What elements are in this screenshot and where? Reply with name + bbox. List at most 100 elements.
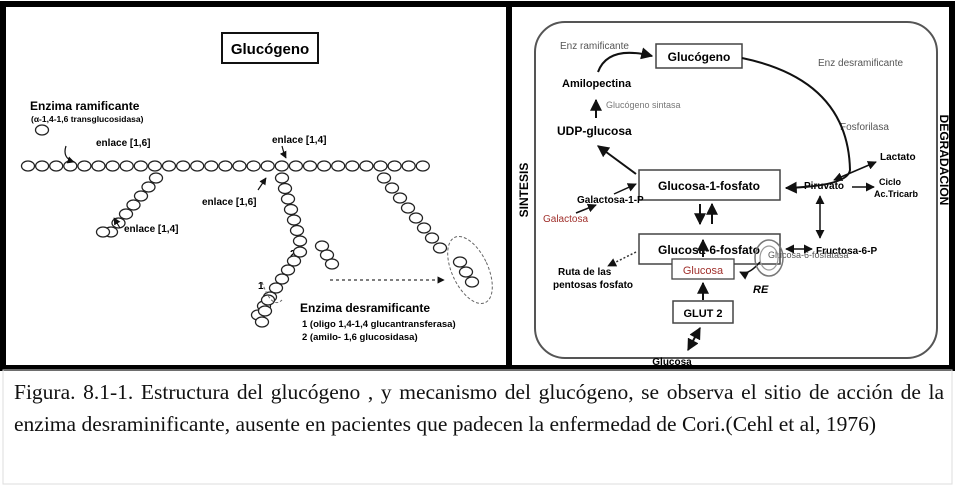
- glucose-unit: [277, 182, 293, 195]
- glucose-unit: [218, 160, 233, 172]
- glucose-unit: [424, 232, 440, 244]
- arrow-g6pase-to-glucose: [739, 261, 761, 280]
- caption-frame: [2, 369, 953, 485]
- cell-outline: [534, 21, 938, 359]
- glucose-out-node: Glucosa: [652, 357, 692, 368]
- glucose-unit: [400, 202, 416, 214]
- debranching-enzyme-label: Enz desramificante: [818, 58, 903, 69]
- glucose-unit: [95, 226, 111, 238]
- g1p-node-box: [638, 169, 781, 201]
- glucose-unit: [133, 160, 148, 172]
- glucose-in-node: Glucosa: [683, 265, 724, 277]
- glucose-unit: [34, 124, 50, 136]
- phosphorylase-label: Fosforilasa: [840, 122, 889, 133]
- glucose-unit: [126, 199, 141, 211]
- bond-label-14-top: enlace [1,4]: [272, 135, 326, 146]
- glucose-unit: [288, 160, 304, 172]
- bond-14-top-pointer: [279, 145, 287, 159]
- g1p-node: Glucosa-1-fosfato: [658, 179, 760, 193]
- galactose-label: Galactosa: [543, 214, 588, 225]
- glucose-unit: [464, 276, 480, 288]
- glut2-node-box: [672, 300, 734, 324]
- glucose-unit: [147, 160, 163, 172]
- site-number-1: 1: [258, 281, 264, 292]
- debranching-enzyme-name: Enzima desramificante: [300, 301, 430, 315]
- fructose-6p-label: Fructosa-6-P: [816, 246, 877, 257]
- glucose-unit: [345, 160, 360, 172]
- branching-enzyme-detail: (α-1,4-1,6 transglucosidasa): [31, 114, 144, 124]
- glucose-unit: [232, 160, 247, 172]
- arrow-outside-to-glut2: [687, 326, 701, 352]
- glucose-unit: [118, 208, 134, 220]
- bond-label-16-top: enlace [1,6]: [96, 138, 150, 149]
- glucose-unit: [34, 160, 50, 172]
- glucose-unit: [415, 160, 430, 172]
- glucose-unit: [452, 256, 468, 268]
- glucose-unit: [91, 160, 106, 172]
- synthesis-side-label: SINTESIS: [517, 163, 531, 218]
- pentose-route-label-2: pentosas fosfato: [553, 280, 633, 291]
- glucose-unit: [458, 266, 474, 278]
- glucose-unit: [148, 172, 164, 184]
- glucose-unit: [77, 160, 92, 172]
- branching-enzyme-name: Enzima ramificante: [30, 99, 140, 113]
- glucose-unit: [286, 214, 302, 226]
- glucose-unit: [246, 160, 261, 172]
- bond-label-16-mid: enlace [1,6]: [202, 197, 256, 208]
- glucose-unit: [133, 190, 149, 202]
- glucose-in-node-box: [671, 258, 735, 280]
- glucose-unit: [161, 160, 177, 172]
- er-label: RE: [753, 284, 769, 296]
- glucose-unit: [316, 160, 332, 172]
- glucose-unit: [20, 160, 36, 172]
- galactose-1p-label: Galactosa-1-P: [577, 195, 644, 206]
- bond-16-pointer: [64, 145, 75, 164]
- glucose-unit: [204, 160, 219, 172]
- debranching-enzyme-item2: 2 (amilo- 1,6 glucosidasa): [302, 332, 418, 343]
- glucose-unit: [283, 203, 299, 216]
- site-number-2: 2: [290, 249, 296, 260]
- glucose-unit: [373, 160, 388, 172]
- glycogen-title-box: [221, 32, 319, 64]
- amylopectin-label: Amilopectina: [562, 78, 632, 90]
- glucose-unit: [401, 160, 416, 172]
- arrow-pyruvate-lactate: [833, 161, 877, 181]
- glucose-unit: [119, 160, 134, 172]
- glycogen-synthase-label: Glucógeno sintasa: [606, 100, 681, 110]
- debranching-site-1-outline: [261, 281, 283, 304]
- glucose-unit: [274, 273, 290, 285]
- tca-cycle-label-2: Ac.Tricarb: [874, 189, 919, 199]
- glucose-unit: [392, 192, 408, 204]
- arrow-galactose-to-galactose-1p: [575, 203, 597, 214]
- glucose-unit: [63, 160, 78, 172]
- arrow-g1p-to-udp: [597, 145, 637, 175]
- glucose-unit: [384, 182, 400, 194]
- g6pase-label: Glucosa-6-fosfatasa: [768, 250, 849, 260]
- glucose-unit: [432, 242, 448, 254]
- udp-glucose-label: UDP-glucosa: [557, 124, 632, 138]
- arrow-amylopectin-to-glycogen: [597, 47, 654, 73]
- glucose-unit: [280, 264, 296, 276]
- glycogen-node: Glucógeno: [668, 50, 731, 64]
- er-ring-inner: [759, 245, 779, 271]
- glucose-unit: [49, 160, 64, 172]
- glucose-unit: [324, 258, 340, 270]
- glucose-unit: [280, 193, 296, 205]
- glut2-node: GLUT 2: [683, 308, 722, 320]
- glucose-unit: [175, 160, 191, 172]
- arrow-glycogen-to-g1p: [741, 57, 852, 194]
- glucose-unit: [286, 255, 302, 267]
- glucose-unit: [292, 235, 308, 247]
- g6p-node: Glucosa-6-fosfato: [658, 243, 760, 257]
- glucose-unit: [257, 305, 273, 317]
- glucose-unit: [260, 160, 275, 172]
- lactate-label: Lactato: [880, 152, 916, 163]
- tca-cycle-label-1: Ciclo: [879, 177, 902, 187]
- glucose-unit: [292, 246, 308, 258]
- glucose-unit: [289, 224, 305, 237]
- er-ring-outer: [754, 239, 784, 277]
- glucose-unit: [190, 160, 205, 172]
- glucose-unit: [254, 316, 270, 328]
- glucose-unit: [105, 160, 120, 172]
